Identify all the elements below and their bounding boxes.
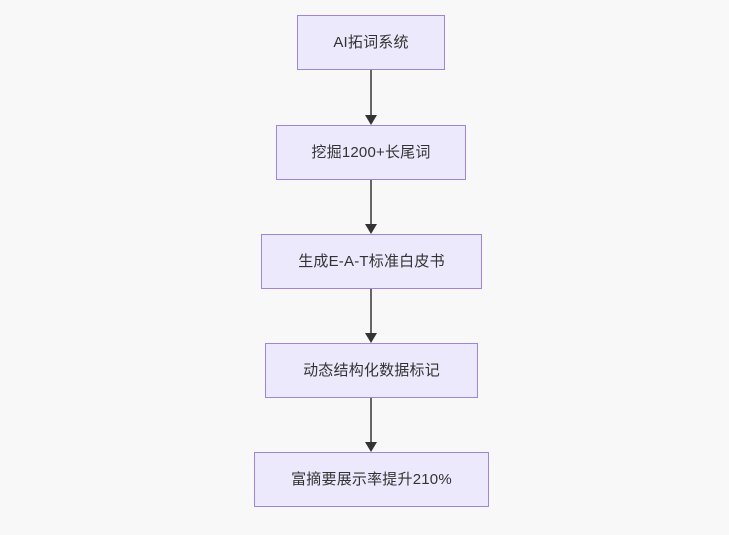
- flow-node-node-3[interactable]: 生成E-A-T标准白皮书: [261, 234, 482, 289]
- flow-connector: [360, 70, 382, 125]
- flow-node-node-1[interactable]: AI拓词系统: [297, 15, 445, 70]
- arrow-down-icon: [365, 70, 377, 125]
- flow-node-node-2[interactable]: 挖掘1200+长尾词: [276, 125, 466, 180]
- flow-node-node-4[interactable]: 动态结构化数据标记: [265, 343, 478, 398]
- arrow-down-icon: [365, 289, 377, 343]
- flow-connector: [360, 398, 382, 452]
- flow-connector: [360, 289, 382, 343]
- flow-node-node-5[interactable]: 富摘要展示率提升210%: [254, 452, 489, 507]
- flow-connector: [360, 180, 382, 234]
- arrow-down-icon: [365, 180, 377, 234]
- arrow-down-icon: [365, 398, 377, 452]
